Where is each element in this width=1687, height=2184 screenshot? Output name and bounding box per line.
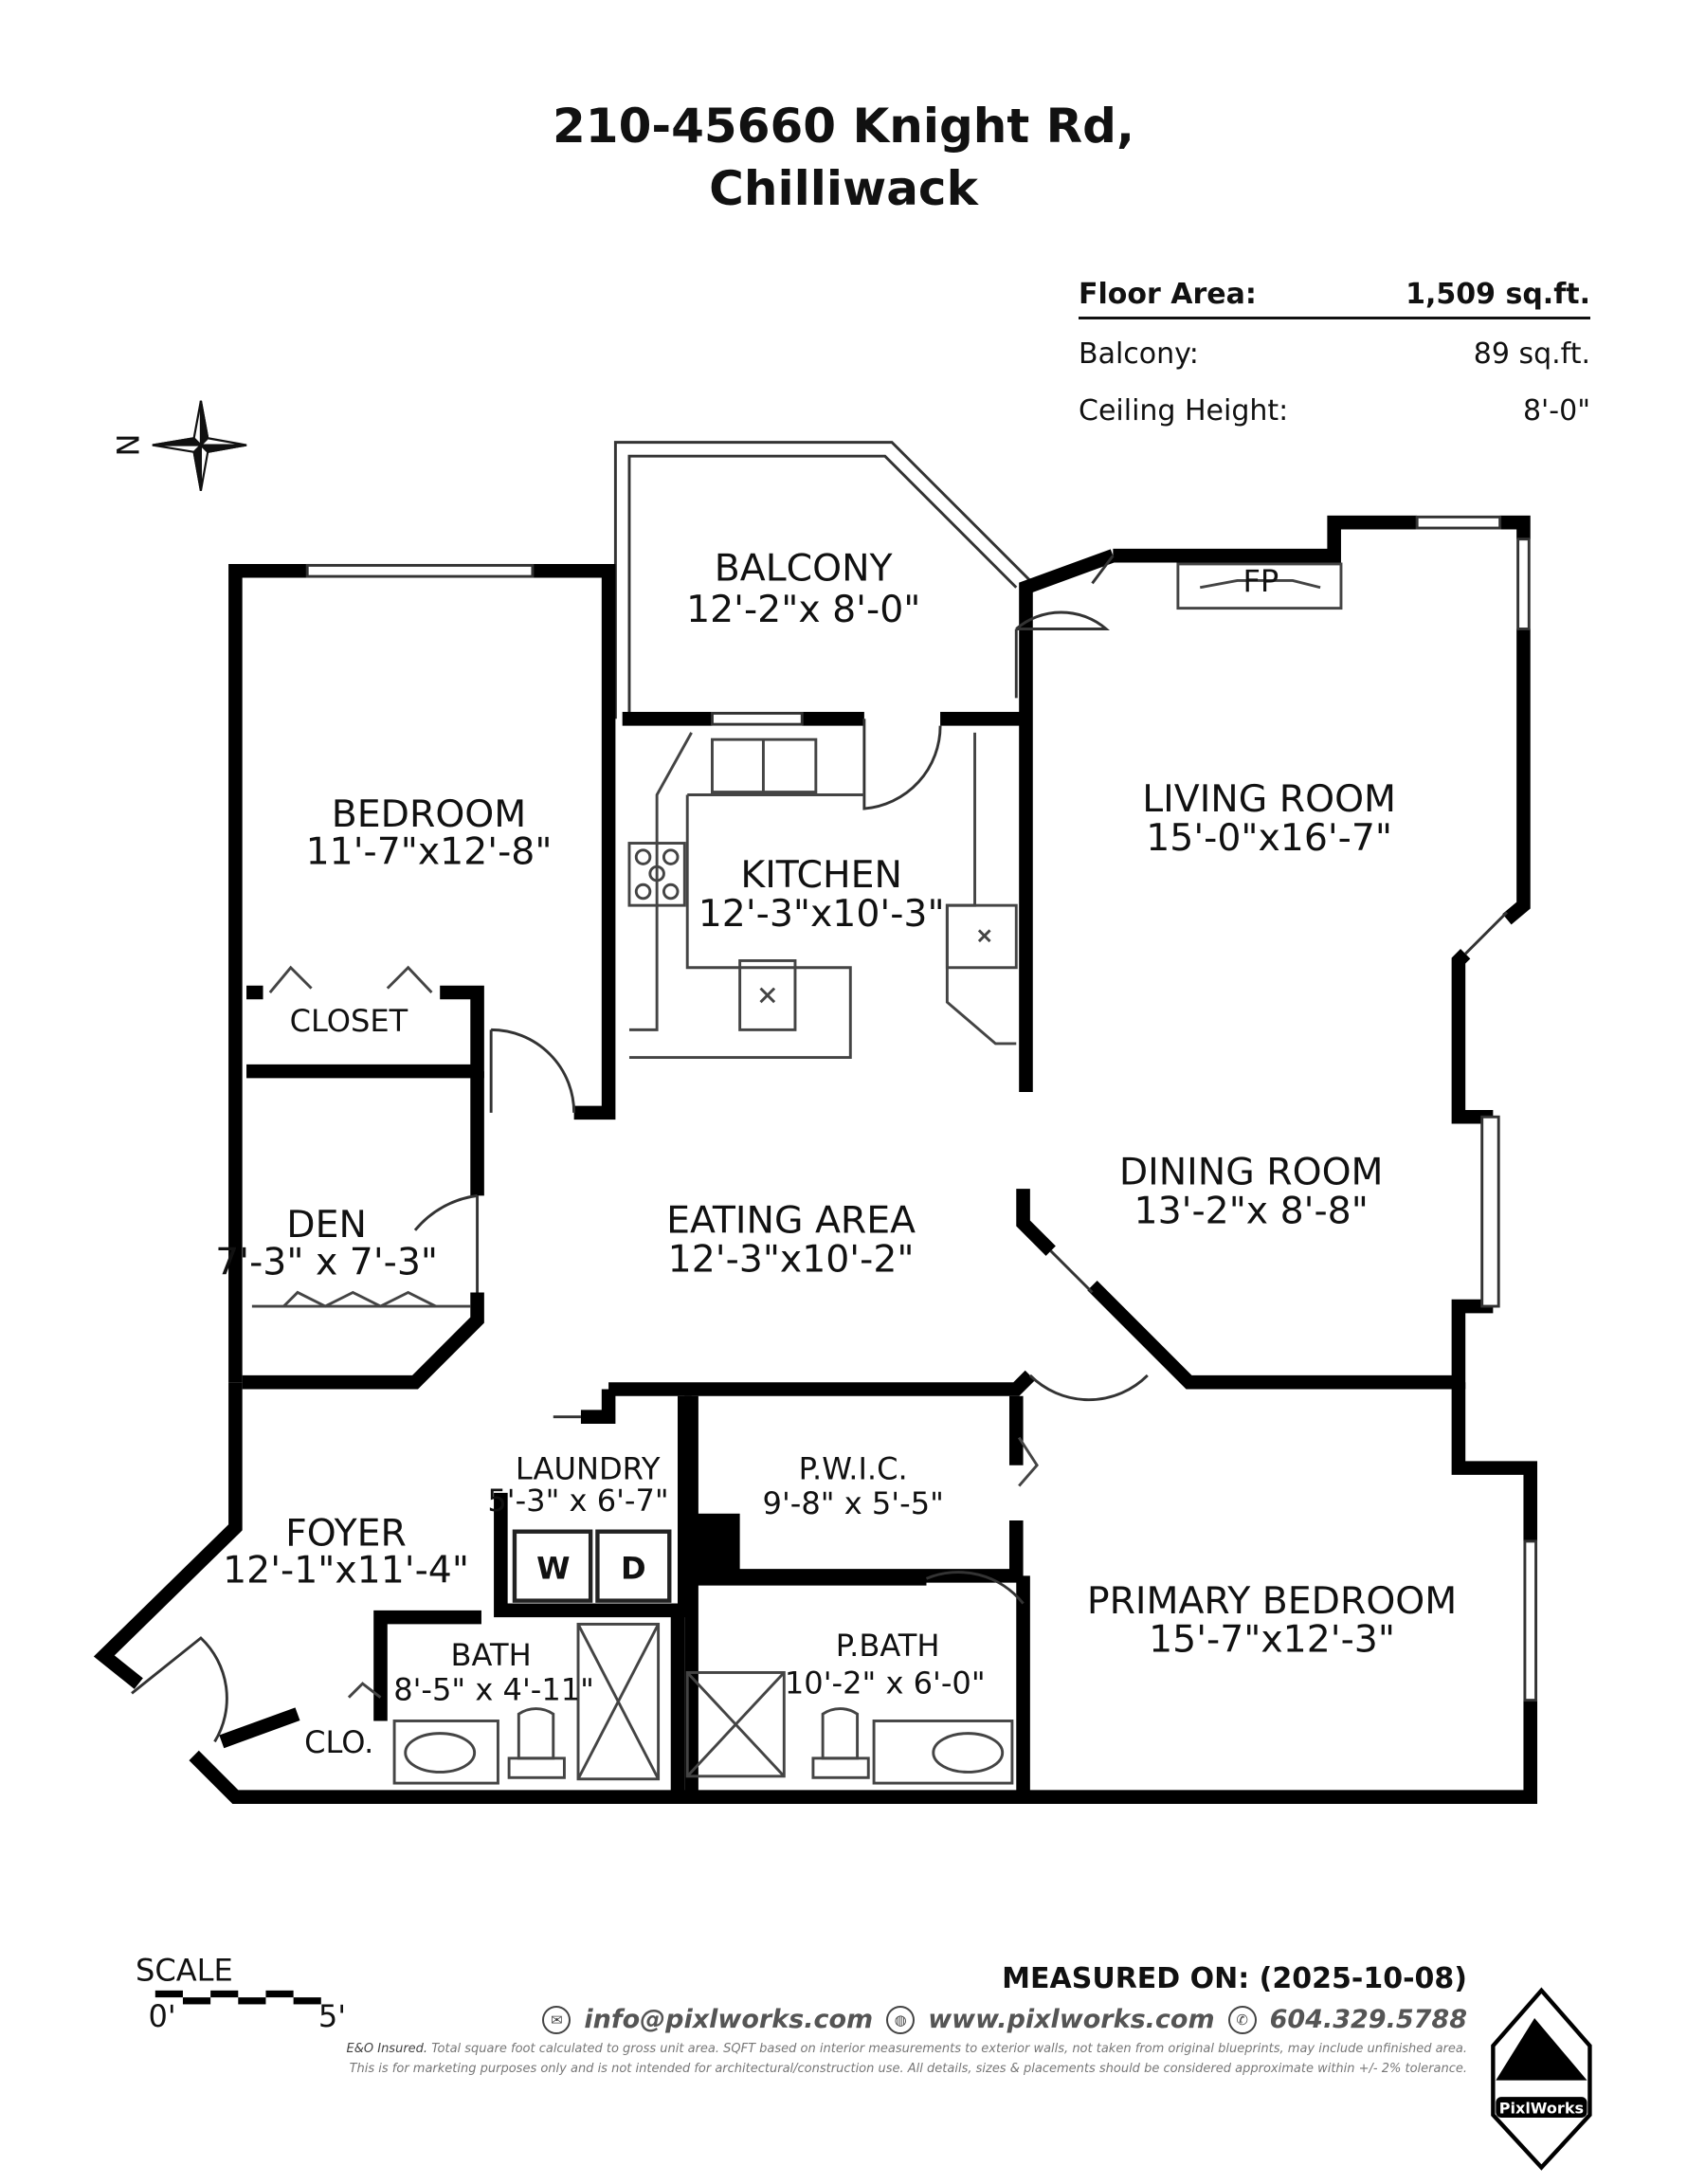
contact-info: ✉ info@pixlworks.com ◍ www.pixlworks.com ✆…: [542, 2005, 1467, 2034]
scale-start: 0': [148, 1998, 175, 2034]
fireplace-label: FP: [1243, 563, 1279, 599]
globe-icon: ◍: [886, 2005, 916, 2034]
room-dims: 15'-0"x16'-7": [1146, 816, 1392, 860]
closet-label: CLOSET: [290, 1003, 408, 1039]
dryer-label: D: [621, 1550, 646, 1586]
email-icon: ✉: [542, 2005, 571, 2034]
balcony-area-value: 89 sq.ft.: [1473, 337, 1590, 371]
room-name: BATH: [451, 1637, 532, 1673]
room-name: KITCHEN: [740, 853, 902, 897]
disclaimer-line-1: E&O Insured. Total square foot calculate…: [347, 2042, 1467, 2056]
doors[interactable]: [131, 610, 1149, 1743]
scale-bar: SCALE 0' 5': [136, 1953, 346, 2034]
room-dims: 13'-2"x 8'-8": [1134, 1190, 1369, 1233]
email-link[interactable]: info@pixlworks.com: [584, 2005, 874, 2034]
room-name: DINING ROOM: [1119, 1151, 1384, 1194]
windows: [305, 515, 1538, 1702]
room-dims: 11'-7"x12'-8": [306, 829, 553, 873]
closet-label: CLO.: [304, 1724, 373, 1760]
room-dims: 12'-3"x10'-2": [668, 1238, 915, 1282]
ceiling-height-row: Ceiling Height: 8'-0": [1079, 382, 1590, 439]
room-labels: BALCONY 12'-2"x 8'-0" BEDROOM 11'-7"x12'…: [215, 546, 1457, 1760]
room-dims: 7'-3" x 7'-3": [215, 1240, 438, 1283]
room-name: BALCONY: [715, 546, 894, 590]
room-name: BEDROOM: [332, 792, 526, 836]
address-line-2: Chilliwack: [709, 161, 978, 216]
room-dims: 15'-7"x12'-3": [1149, 1618, 1395, 1662]
scale-label: SCALE: [136, 1953, 233, 1989]
room-name: EATING AREA: [666, 1199, 916, 1243]
ceiling-height-label: Ceiling Height:: [1079, 393, 1289, 428]
room-name: DEN: [286, 1203, 367, 1247]
room-dims: 12'-2"x 8'-0": [686, 588, 920, 631]
website-link[interactable]: www.pixlworks.com: [928, 2005, 1215, 2034]
room-dims: 9'-8" x 5'-5": [763, 1485, 944, 1521]
floor-area-label: Floor Area:: [1079, 277, 1257, 311]
room-name: FOYER: [285, 1511, 407, 1555]
scale-end: 5': [318, 1998, 346, 2034]
walls: [93, 515, 1538, 1804]
room-name: LIVING ROOM: [1142, 777, 1396, 821]
disclaimer-line-2: This is for marketing purposes only and …: [349, 2062, 1467, 2076]
room-dims: 12'-1"x11'-4": [223, 1549, 469, 1592]
room-name: P.W.I.C.: [799, 1450, 908, 1486]
disclaimer-text: Total square foot calculated to gross un…: [431, 2042, 1467, 2056]
balcony-area-row: Balcony: 89 sq.ft.: [1079, 325, 1590, 382]
area-table: Floor Area: 1,509 sq.ft. Balcony: 89 sq.ft…: [1079, 271, 1590, 439]
compass-icon: [152, 400, 247, 491]
room-dims: 5'-3" x 6'-7": [487, 1483, 668, 1519]
ceiling-height-value: 8'-0": [1522, 393, 1590, 428]
room-name: P.BATH: [836, 1628, 940, 1664]
svg-text:PixlWorks: PixlWorks: [1499, 2100, 1584, 2118]
disclaimer-bold: E&O Insured.: [346, 2042, 428, 2056]
compass-label: N: [110, 434, 146, 457]
room-name: PRIMARY BEDROOM: [1087, 1579, 1457, 1623]
phone-number: 604.329.5788: [1269, 2005, 1467, 2034]
fixtures: [251, 562, 1343, 1785]
floor-area-value: 1,509 sq.ft.: [1406, 277, 1590, 311]
measured-date: MEASURED ON: (2025-10-08): [1002, 1962, 1467, 1995]
room-name: LAUNDRY: [516, 1450, 661, 1486]
room-dims: 10'-2" x 6'-0": [785, 1665, 986, 1701]
phone-icon: ✆: [1227, 2005, 1257, 2034]
address-line-1: 210-45660 Knight Rd,: [553, 99, 1134, 154]
floor-area-row: Floor Area: 1,509 sq.ft.: [1079, 271, 1590, 319]
washer-label: W: [536, 1550, 570, 1586]
pixlworks-logo: PixlWorks: [1491, 1987, 1592, 2171]
room-dims: 12'-3"x10'-3": [698, 892, 945, 936]
room-dims: 8'-5" x 4'-11": [393, 1672, 594, 1708]
wall-column: [691, 1513, 740, 1576]
balcony-area-label: Balcony:: [1079, 337, 1199, 371]
